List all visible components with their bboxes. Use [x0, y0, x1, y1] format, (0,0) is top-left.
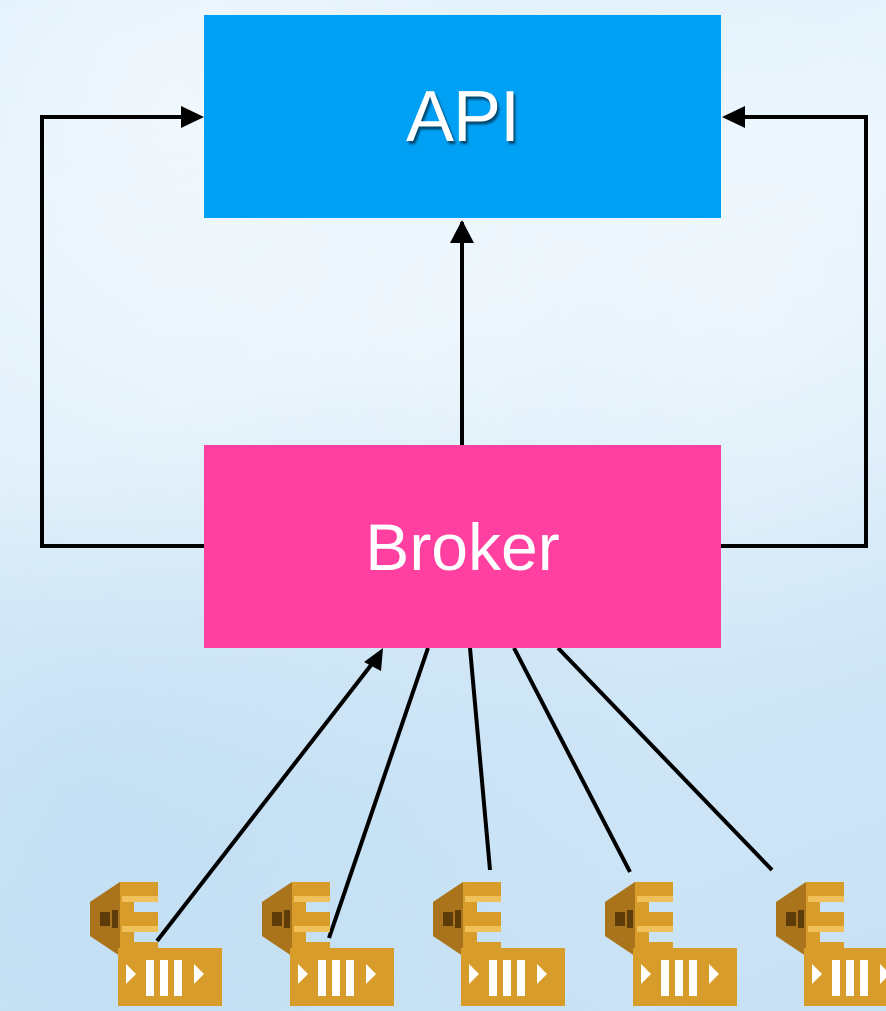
- edge-queue-3-broker: [468, 647, 492, 871]
- queue-node-1: [82, 866, 222, 1006]
- queue-service-icon: [433, 882, 565, 1006]
- queue-node-2: [254, 866, 394, 1006]
- queue-node-3: [425, 866, 565, 1006]
- queue-service-icon: [776, 882, 886, 1006]
- queue-service-icon: [90, 882, 222, 1006]
- queue-service-icon: [262, 882, 394, 1006]
- broker-label: Broker: [365, 509, 560, 584]
- edge-broker-api-right: [721, 115, 868, 548]
- edge-queue-5-broker: [556, 646, 774, 872]
- queue-node-5: [768, 866, 886, 1006]
- api-label: API: [405, 76, 520, 157]
- arrow-api-left: [181, 106, 204, 128]
- edge-queue-1-broker: [155, 658, 377, 943]
- arrow-broker-bottom: [364, 648, 383, 671]
- queue-node-4: [597, 866, 737, 1006]
- arrow-api-right: [722, 106, 745, 128]
- edge-queue-2-broker: [327, 647, 430, 939]
- edge-queue-4-broker: [512, 647, 632, 873]
- queue-service-icon: [605, 882, 737, 1006]
- api-node: API: [204, 15, 721, 218]
- edge-broker-api-left: [40, 115, 204, 548]
- arrow-api-bottom: [450, 220, 474, 243]
- broker-node: Broker: [204, 445, 721, 648]
